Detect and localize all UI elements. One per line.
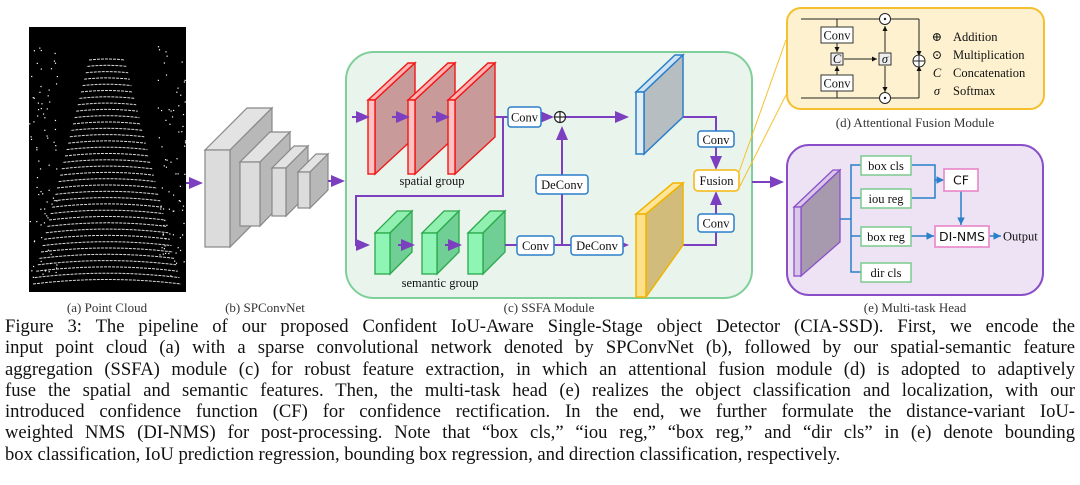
spconvnet-blocks xyxy=(205,108,328,247)
legend-symbol-multiplication: ⊙ xyxy=(932,48,942,62)
legend-label-addition: Addition xyxy=(953,30,998,44)
caption-line: fuse the spatial and semantic features. … xyxy=(5,380,1075,401)
figure-caption: Figure 3: The pipeline of our proposed C… xyxy=(5,316,1075,465)
conv-box-bottom-right: Conv xyxy=(698,214,734,232)
caption-line: aggregation (SSFA) module (c) for robust… xyxy=(5,359,1075,380)
addition-node xyxy=(555,112,566,123)
legend-label-concatenation: Concatenation xyxy=(953,66,1026,80)
svg-text:Conv: Conv xyxy=(511,111,539,125)
branch-box-iou-reg: iou reg xyxy=(861,189,911,208)
caption-line: input point cloud (a) with a sparse conv… xyxy=(5,337,1075,358)
caption-line: Figure 3: The pipeline of our proposed C… xyxy=(5,316,1075,337)
output-label: Output xyxy=(1003,230,1038,244)
svg-text:σ: σ xyxy=(882,52,889,66)
svg-text:Fusion: Fusion xyxy=(699,174,734,188)
dinms-box: DI-NMS xyxy=(935,226,989,247)
pipeline-figure: (a) Point Cloud (b) SPConvNet (c) SSFA M… xyxy=(0,0,1080,318)
conv-box-spatial: Conv xyxy=(508,107,541,127)
afm-softmax-node: σ xyxy=(879,52,891,66)
caption-b: (b) SPConvNet xyxy=(225,300,305,315)
caption-e: (e) Multi-task Head xyxy=(864,300,967,315)
semantic-group-blocks xyxy=(375,211,505,274)
branch-box-dir-cls: dir cls xyxy=(861,263,911,282)
afm-conv-top: Conv xyxy=(821,27,853,43)
afm-concat-node: C xyxy=(831,52,843,66)
branch-label: box cls xyxy=(868,159,904,173)
afm-addition xyxy=(913,55,925,67)
svg-text:C: C xyxy=(833,52,842,66)
branch-label: iou reg xyxy=(868,192,904,206)
deconv-box-up: DeConv xyxy=(536,175,588,194)
legend-label-softmax: Softmax xyxy=(953,84,996,98)
cf-box: CF xyxy=(944,169,978,191)
caption-line: box classification, IoU prediction regre… xyxy=(5,444,1075,465)
spatial-group-label: spatial group xyxy=(400,174,465,188)
branch-box-box-cls: box cls xyxy=(861,156,911,175)
svg-text:Conv: Conv xyxy=(702,133,730,147)
afm-conv-bottom: Conv xyxy=(821,75,853,91)
svg-text:Conv: Conv xyxy=(823,77,851,91)
conv-box-semantic: Conv xyxy=(517,236,554,255)
conv-box-top-right: Conv xyxy=(698,131,734,147)
legend-label-multiplication: Multiplication xyxy=(953,48,1025,62)
legend-symbol-softmax: σ xyxy=(934,84,941,98)
deconv-box-right: DeConv xyxy=(571,236,623,255)
point-cloud-panel: (a) Point Cloud xyxy=(29,27,186,315)
svg-text:Conv: Conv xyxy=(702,217,730,231)
caption-a: (a) Point Cloud xyxy=(67,300,148,315)
svg-text:DeConv: DeConv xyxy=(541,178,583,192)
svg-text:DeConv: DeConv xyxy=(576,239,618,253)
branch-label: dir cls xyxy=(871,266,902,280)
fusion-box: Fusion xyxy=(694,170,739,191)
svg-text:Conv: Conv xyxy=(522,239,550,253)
caption-line: introduced confidence function (CF) for … xyxy=(5,401,1075,422)
caption-d: (d) Attentional Fusion Module xyxy=(836,115,995,130)
caption-line: weighted NMS (DI-NMS) for post-processin… xyxy=(5,422,1075,443)
semantic-group-label: semantic group xyxy=(402,276,479,290)
svg-text:DI-NMS: DI-NMS xyxy=(939,229,985,244)
svg-text:Conv: Conv xyxy=(823,29,851,43)
legend-symbol-concatenation: C xyxy=(933,66,942,80)
svg-text:CF: CF xyxy=(953,173,969,188)
legend-symbol-addition: ⊕ xyxy=(932,30,942,44)
branch-label: box reg xyxy=(867,230,906,244)
afm-multiply-bottom xyxy=(880,93,891,104)
caption-c: (c) SSFA Module xyxy=(504,300,595,315)
branch-box-box-reg: box reg xyxy=(861,227,911,246)
afm-multiply-top xyxy=(880,14,891,25)
